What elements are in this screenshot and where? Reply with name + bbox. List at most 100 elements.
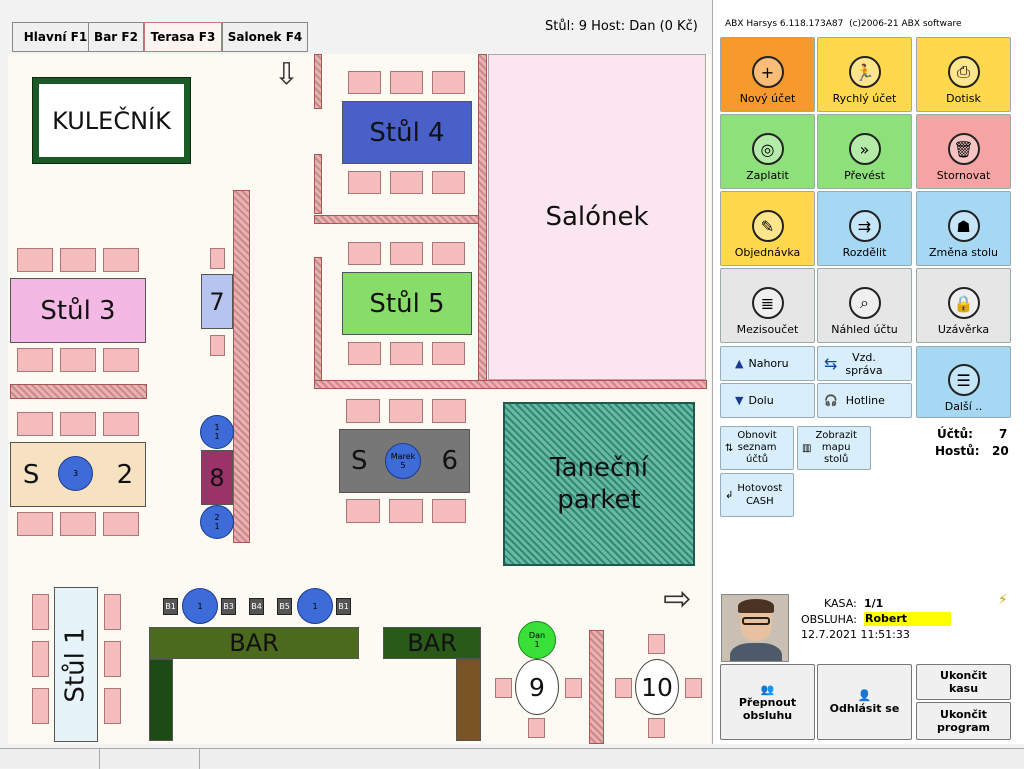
- pay-button[interactable]: ◎Zaplatit: [720, 114, 815, 189]
- plug-icon[interactable]: ⚡: [998, 592, 1008, 608]
- chair: [104, 594, 121, 630]
- chair: [60, 412, 96, 436]
- magnifier-icon: ⌕: [848, 287, 881, 319]
- bar-stool[interactable]: B1: [163, 598, 178, 615]
- up-button[interactable]: ▲Nahoru: [720, 346, 815, 381]
- headset-icon: 🎧: [824, 394, 838, 407]
- refresh-icon: ⇅: [725, 442, 734, 454]
- wall: [314, 380, 707, 389]
- status-bar: [0, 748, 1024, 769]
- chair: [648, 634, 665, 654]
- salonek-room[interactable]: Salónek: [488, 54, 706, 380]
- chair: [348, 342, 381, 365]
- table-9[interactable]: 9: [515, 659, 559, 715]
- bar-counter-2[interactable]: BAR: [383, 627, 481, 659]
- split-button[interactable]: ⇉Rozdělit: [817, 191, 912, 266]
- closure-button[interactable]: 🔒Uzávěrka: [916, 268, 1011, 343]
- chair: [390, 342, 423, 365]
- billiard-label: KULEČNÍK: [39, 84, 184, 157]
- reprint-button[interactable]: ⎙Dotisk: [916, 37, 1011, 112]
- chair: [17, 412, 53, 436]
- datetime: 12.7.2021 11:51:33: [801, 628, 910, 641]
- app-version: ABX Harsys 6.118.173A87 (c)2006-21 ABX s…: [725, 19, 962, 29]
- split-icon: ⇉: [848, 210, 881, 242]
- double-chevron-icon: »: [848, 133, 881, 165]
- tab-salonek[interactable]: Salonek F4: [222, 22, 308, 52]
- running-person-icon: 🏃: [848, 56, 881, 88]
- list-icon: ☰: [947, 364, 980, 396]
- bar-stool[interactable]: B3: [221, 598, 236, 615]
- chair: [60, 512, 96, 536]
- tab-bar[interactable]: Bar F2: [88, 22, 144, 52]
- preview-button[interactable]: ⌕Náhled účtu: [817, 268, 912, 343]
- cash-icon: ↲: [725, 489, 734, 501]
- chair: [390, 242, 423, 265]
- control-panel: ABX Harsys 6.118.173A87 (c)2006-21 ABX s…: [712, 0, 1024, 744]
- new-bill-button[interactable]: +Nový účet: [720, 37, 815, 112]
- wall: [314, 154, 322, 214]
- table-7[interactable]: 7: [201, 274, 233, 329]
- billiard-table[interactable]: KULEČNÍK: [32, 77, 191, 164]
- transfer-button[interactable]: »Převést: [817, 114, 912, 189]
- table-3[interactable]: Stůl 3: [10, 278, 146, 343]
- down-button[interactable]: ▼Dolu: [720, 383, 815, 418]
- arrow-right-icon[interactable]: ⇨: [663, 579, 692, 619]
- table-4[interactable]: Stůl 4: [342, 101, 472, 164]
- pencil-icon: ✎: [751, 210, 784, 242]
- bar-stool[interactable]: B1: [336, 598, 351, 615]
- chair: [389, 499, 423, 523]
- chair: [103, 412, 139, 436]
- bar-counter-side: [456, 659, 481, 741]
- chair: [432, 499, 466, 523]
- chair: [104, 641, 121, 677]
- more-button[interactable]: ☰Další ..: [916, 346, 1011, 418]
- waiter-name: Robert: [864, 612, 951, 626]
- bar-stool[interactable]: B4: [249, 598, 264, 615]
- table-icon: ☗: [947, 210, 980, 242]
- chair: [103, 512, 139, 536]
- chair: [32, 594, 49, 630]
- tab-hlavni[interactable]: Hlavní F1: [12, 22, 99, 52]
- bar-stool[interactable]: B5: [277, 598, 292, 615]
- hotline-button[interactable]: 🎧Hotline: [817, 383, 912, 418]
- order-button[interactable]: ✎Objednávka: [720, 191, 815, 266]
- remote-admin-button[interactable]: ⇆Vzd.správa: [817, 346, 912, 381]
- quick-bill-button[interactable]: 🏃Rychlý účet: [817, 37, 912, 112]
- guests-count-label: Hostů:: [935, 444, 980, 458]
- chair: [17, 248, 53, 272]
- chair: [528, 718, 545, 738]
- logout-button[interactable]: 👤Odhlásit se: [817, 664, 912, 740]
- table-5[interactable]: Stůl 5: [342, 272, 472, 335]
- change-table-button[interactable]: ☗Změna stolu: [916, 191, 1011, 266]
- bar-counter-1[interactable]: BAR: [149, 627, 359, 659]
- tab-terasa[interactable]: Terasa F3: [144, 22, 222, 52]
- table-10[interactable]: 10: [635, 659, 679, 715]
- dance-floor[interactable]: Taneční parket: [503, 402, 695, 566]
- arrow-down-icon[interactable]: ⇩: [274, 57, 300, 92]
- chair: [390, 171, 423, 194]
- table-1[interactable]: Stůl 1: [54, 587, 98, 742]
- chair: [565, 678, 582, 698]
- plus-icon: +: [751, 56, 784, 88]
- guest-seat[interactable]: 1: [297, 588, 333, 624]
- chair: [495, 678, 512, 698]
- guest-seat[interactable]: 3: [58, 456, 93, 491]
- chair: [210, 248, 225, 269]
- table-8[interactable]: 8: [201, 450, 233, 505]
- subtotal-button[interactable]: ≣Mezisoučet: [720, 268, 815, 343]
- chair: [615, 678, 632, 698]
- guest-seat[interactable]: 1: [182, 588, 218, 624]
- bar-counter-side: [149, 659, 173, 741]
- cancel-button[interactable]: 🗑Stornovat: [916, 114, 1011, 189]
